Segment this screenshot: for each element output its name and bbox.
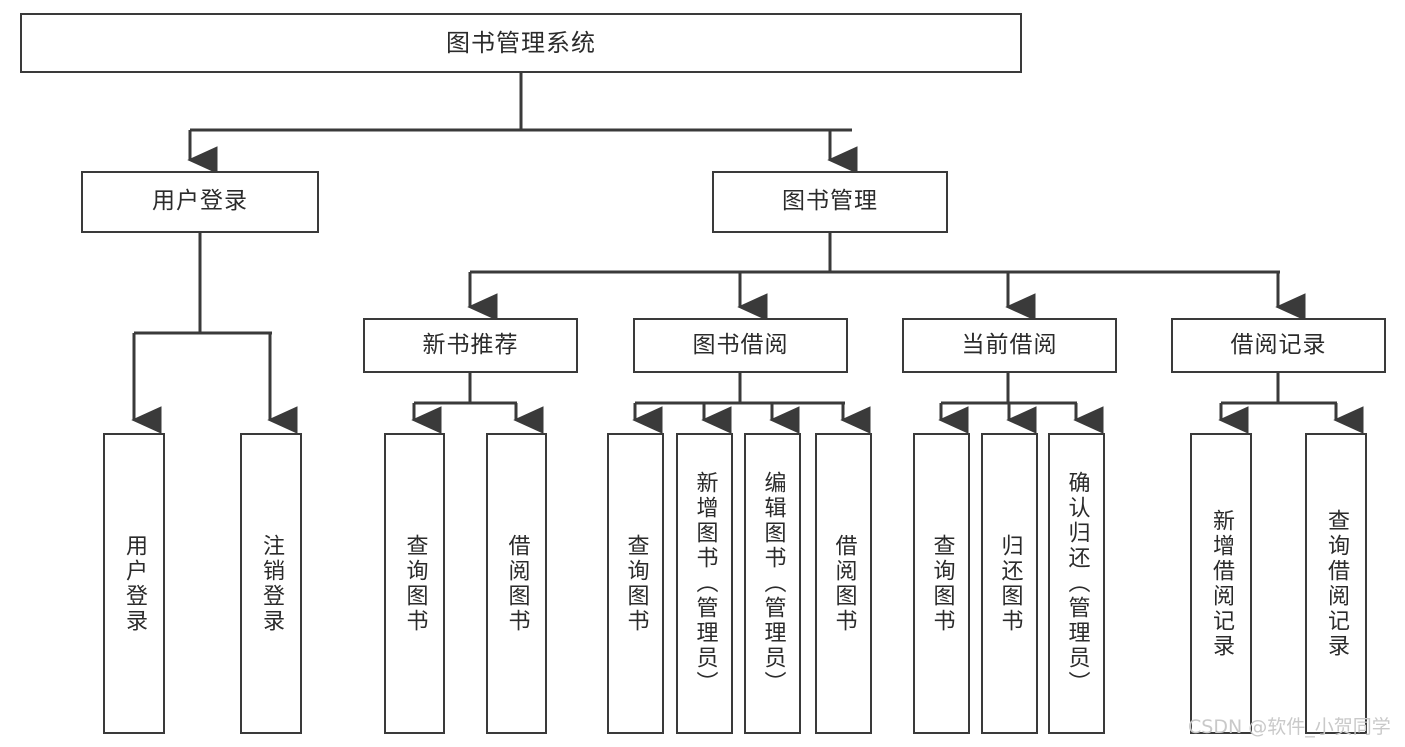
node-leaf-add-borrow-record[interactable]: 新增借阅记录 (1190, 433, 1252, 734)
node-leaf-query-borrow-record[interactable]: 查询借阅记录 (1305, 433, 1367, 734)
node-label: 用户登录 (152, 188, 248, 215)
node-label: 查询借阅记录 (1324, 508, 1349, 659)
node-label: 用户登录 (122, 533, 147, 634)
node-leaf-query-books-recommend[interactable]: 查询图书 (384, 433, 445, 734)
node-label: 编辑图书（管理员） (760, 471, 786, 696)
node-root-book-management-system[interactable]: 图书管理系统 (20, 13, 1022, 73)
node-label: 借阅图书 (504, 533, 530, 634)
node-label: 图书管理系统 (446, 28, 596, 57)
node-leaf-query-books-borrow[interactable]: 查询图书 (607, 433, 664, 734)
node-label: 查询图书 (402, 533, 428, 634)
node-leaf-user-login[interactable]: 用户登录 (103, 433, 165, 734)
node-label: 查询图书 (929, 533, 955, 634)
node-leaf-confirm-return-admin[interactable]: 确认归还（管理员） (1048, 433, 1105, 734)
node-label: 借阅记录 (1230, 331, 1327, 358)
node-label: 图书管理 (782, 188, 878, 215)
node-label: 新增借阅记录 (1209, 508, 1234, 659)
node-label: 借阅图书 (831, 533, 857, 634)
node-leaf-borrow-books-recommend[interactable]: 借阅图书 (486, 433, 547, 734)
node-label: 当前借阅 (961, 331, 1058, 358)
node-label: 图书借阅 (692, 331, 789, 358)
node-leaf-add-book-admin[interactable]: 新增图书（管理员） (676, 433, 733, 734)
node-leaf-return-books[interactable]: 归还图书 (981, 433, 1038, 734)
node-leaf-edit-book-admin[interactable]: 编辑图书（管理员） (744, 433, 801, 734)
node-leaf-borrow-books[interactable]: 借阅图书 (815, 433, 872, 734)
node-borrowing-records[interactable]: 借阅记录 (1171, 318, 1386, 373)
node-label: 新增图书（管理员） (692, 471, 718, 696)
node-leaf-logout[interactable]: 注销登录 (240, 433, 302, 734)
node-new-book-recommendation[interactable]: 新书推荐 (363, 318, 578, 373)
node-user-login[interactable]: 用户登录 (81, 171, 319, 233)
node-label: 新书推荐 (422, 331, 519, 358)
node-book-borrowing[interactable]: 图书借阅 (633, 318, 848, 373)
csdn-watermark: CSDN @软件_小贺同学 (1188, 716, 1391, 738)
node-label: 归还图书 (997, 533, 1023, 634)
node-current-borrowing[interactable]: 当前借阅 (902, 318, 1117, 373)
node-label: 查询图书 (623, 533, 649, 634)
node-label: 注销登录 (259, 533, 284, 634)
node-label: 确认归还（管理员） (1064, 471, 1090, 696)
node-leaf-query-books-current[interactable]: 查询图书 (913, 433, 970, 734)
node-book-management[interactable]: 图书管理 (712, 171, 948, 233)
